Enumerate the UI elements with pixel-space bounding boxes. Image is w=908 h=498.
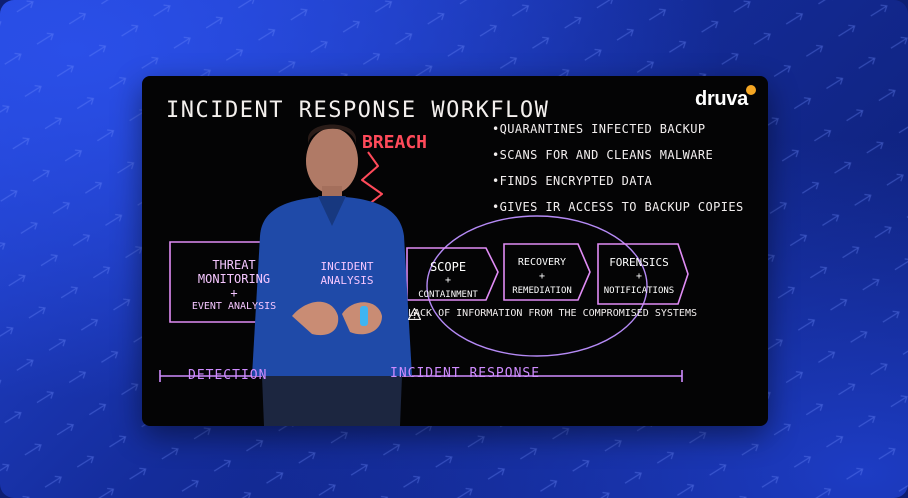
presenter-figure: [252, 124, 412, 426]
bullet-ir-access: •GIVES IR ACCESS TO BACKUP COPIES: [492, 200, 744, 214]
stage-forensics-notifications: FORENSICS + NOTIFICATIONS: [603, 256, 675, 296]
logo-accent-icon: [746, 85, 756, 95]
breach-label: BREACH: [362, 132, 428, 153]
bullet-quarantine: •QUARANTINES INFECTED BACKUP: [492, 122, 706, 136]
druva-logo: druva: [695, 88, 748, 110]
warning-text: LACK OF INFORMATION FROM THE COMPROMISED…: [408, 308, 697, 319]
timeline-incident-response: INCIDENT RESPONSE: [390, 366, 541, 381]
video-frame[interactable]: INCIDENT RESPONSE WORKFLOW druva BREACH …: [142, 76, 768, 426]
stage-incident-analysis: INCIDENT ANALYSIS: [320, 260, 374, 287]
stage-recovery-remediation: RECOVERY + REMEDIATION: [512, 257, 572, 296]
bullet-encrypted: •FINDS ENCRYPTED DATA: [492, 174, 653, 188]
warning-note: LACK OF INFORMATION FROM THE COMPROMISED…: [408, 308, 697, 320]
whiteboard-title: INCIDENT RESPONSE WORKFLOW: [166, 98, 550, 123]
whiteboard-drawing: [159, 124, 689, 426]
stage-scope-containment: SCOPE + CONTAINMENT: [418, 260, 478, 300]
stage-threat-monitoring: THREAT MONITORING + EVENT ANALYSIS: [191, 258, 277, 312]
warning-icon: [408, 308, 421, 320]
timeline-detection: DETECTION: [188, 368, 268, 383]
bullet-scans: •SCANS FOR AND CLEANS MALWARE: [492, 148, 714, 162]
capabilities-list: •QUARANTINES INFECTED BACKUP •SCANS FOR …: [492, 122, 764, 226]
